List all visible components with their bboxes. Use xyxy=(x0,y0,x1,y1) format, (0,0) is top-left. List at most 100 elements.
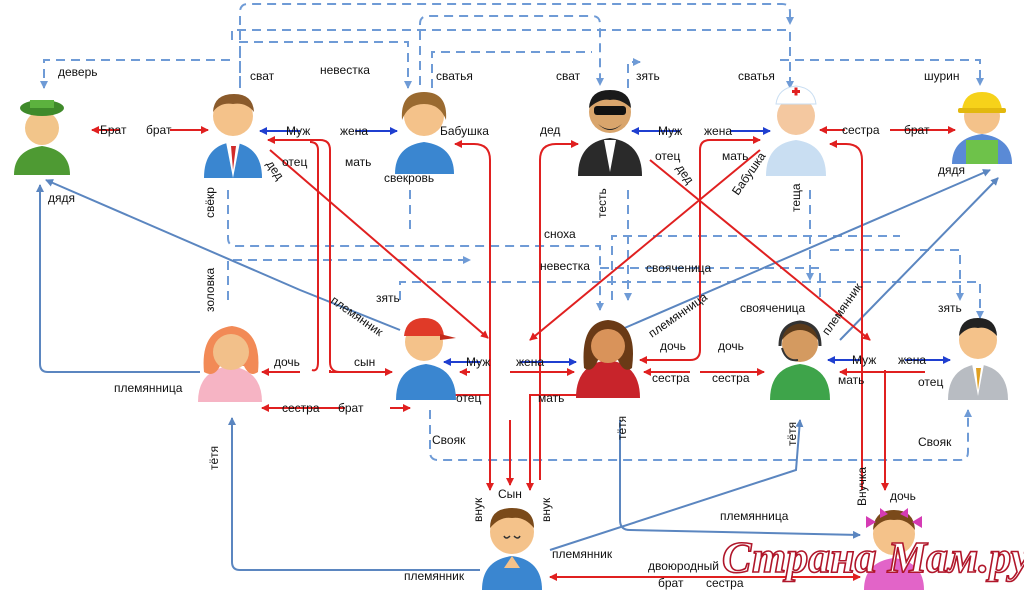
label-ded-1: дед xyxy=(540,123,560,137)
red-kinship-arrows xyxy=(91,126,956,581)
label-tyotya-3: тётя xyxy=(785,422,799,446)
label-vnuk-2: внук xyxy=(539,497,553,522)
label-test: тесть xyxy=(595,188,609,218)
label-vnuchka: Внучка xyxy=(855,467,869,506)
label-mat-4: мать xyxy=(538,391,564,405)
woman-red-icon xyxy=(576,320,640,398)
watermark-logo: Страна Мам.ру xyxy=(722,533,1024,582)
label-muzh-2: Муж xyxy=(658,124,682,138)
label-sestra-4: сестра xyxy=(282,401,320,415)
label-snoha: сноха xyxy=(544,227,576,241)
label-zolovka: золовка xyxy=(203,268,217,312)
label-muzh-3: Муж xyxy=(466,355,490,369)
label-svoyak-2: Свояк xyxy=(918,435,952,449)
label-svatya-2: сватья xyxy=(738,69,775,83)
label-vnuk-1: внук xyxy=(471,497,485,522)
aunt-headset-person xyxy=(770,320,830,400)
label-tyotya-2: тётя xyxy=(615,416,629,440)
label-mat-3: мать xyxy=(838,373,864,387)
test-person xyxy=(578,90,642,176)
label-sestra-2: сестра xyxy=(652,371,690,385)
marriage-arrows xyxy=(259,127,951,366)
man-sunglasses-icon xyxy=(578,90,642,176)
label-nevestka-2: невестка xyxy=(540,259,590,273)
uncle-soldier-person xyxy=(14,100,70,175)
label-babushka-1: Бабушка xyxy=(440,124,489,138)
wife-person xyxy=(576,320,640,398)
label-zyat-3: зять xyxy=(938,301,962,315)
label-doch-4: дочь xyxy=(890,489,916,503)
label-dvoyurodny: двоюродный xyxy=(648,559,719,573)
granddaughter-person xyxy=(864,508,924,590)
label-svekrov: свекровь xyxy=(384,171,434,185)
label-brat-1: Брат xyxy=(100,123,127,137)
label-svoyak-1: Свояк xyxy=(432,433,466,447)
label-otec-4: отец xyxy=(456,391,481,405)
label-doch-2: дочь xyxy=(660,339,686,353)
woman-blue-icon xyxy=(395,92,454,174)
label-brat-5: брат xyxy=(658,576,684,590)
man-red-cap-icon xyxy=(396,318,456,400)
nurse-icon xyxy=(766,85,826,176)
label-plemyannitsa-3: племянница xyxy=(720,509,789,523)
label-dyadya-2: дядя xyxy=(938,163,965,177)
label-dyadya-1: дядя xyxy=(48,191,75,205)
label-syn-2: Сын xyxy=(498,487,522,501)
label-mat-2: мать xyxy=(722,149,748,163)
son-person xyxy=(482,508,542,590)
man-grey-suit-icon xyxy=(948,318,1008,400)
label-muzh-1: Муж xyxy=(286,124,310,138)
label-svekor: свёкр xyxy=(203,187,217,218)
label-nevestka-1: невестка xyxy=(320,63,370,77)
label-otec-2: отец xyxy=(655,149,680,163)
label-plemyannik-2: племянник xyxy=(819,280,865,338)
woman-pink-icon xyxy=(198,326,262,402)
label-sestra-3: сестра xyxy=(712,371,750,385)
aunt-pink-person xyxy=(198,326,262,402)
label-otec-1: отец xyxy=(282,155,307,169)
soldier-icon xyxy=(14,100,70,175)
label-svatya-1: сватья xyxy=(436,69,473,83)
label-sestra-1: сестра xyxy=(842,123,880,137)
label-tescha: теща xyxy=(789,183,803,212)
label-otec-3: отец xyxy=(918,375,943,389)
dashed-inlaw-arrows xyxy=(40,3,984,461)
label-brat-3: брат xyxy=(904,123,930,137)
label-plemyannitsa-2: племянница xyxy=(114,381,183,395)
label-zyat-1: зять xyxy=(636,69,660,83)
girl-bows-icon xyxy=(864,508,924,590)
husband-person xyxy=(396,318,456,400)
label-plemyannik-4: племянник xyxy=(404,569,465,583)
boy-praying-icon xyxy=(482,508,542,590)
label-svoyachenitsa-1: свояченица xyxy=(646,261,712,275)
label-plemyannik-3: племянник xyxy=(552,547,613,561)
uncle-grey-suit-person xyxy=(948,318,1008,400)
label-muzh-4: Муж xyxy=(852,353,876,367)
label-mat-1: мать xyxy=(345,155,371,169)
label-syn-1: сын xyxy=(354,355,375,369)
label-zhena-1: жена xyxy=(340,124,368,138)
woman-headset-icon xyxy=(770,320,830,400)
label-brat-4: брат xyxy=(338,401,364,415)
label-sestra-5: сестра xyxy=(706,576,744,590)
label-svat-2: сват xyxy=(556,69,581,83)
svekor-person xyxy=(204,94,262,178)
label-zhena-4: жена xyxy=(898,353,926,367)
svekrov-person xyxy=(395,92,454,174)
tescha-person xyxy=(766,85,826,176)
label-zhena-2: жена xyxy=(704,124,732,138)
label-doch-1: дочь xyxy=(274,355,300,369)
uncle-builder-person xyxy=(952,92,1012,164)
label-svat-1: сват xyxy=(250,69,275,83)
label-tyotya-1: тётя xyxy=(207,446,221,470)
relative-arrows xyxy=(36,169,999,571)
label-svoyachenitsa-2: свояченица xyxy=(740,301,806,315)
label-zyat-2: зять xyxy=(376,291,400,305)
man-blue-suit-icon xyxy=(204,94,262,178)
label-doch-3: дочь xyxy=(718,339,744,353)
label-brat-2: брат xyxy=(146,123,172,137)
builder-icon xyxy=(952,92,1012,164)
label-zhena-3: жена xyxy=(516,355,544,369)
label-dever: деверь xyxy=(58,65,98,79)
